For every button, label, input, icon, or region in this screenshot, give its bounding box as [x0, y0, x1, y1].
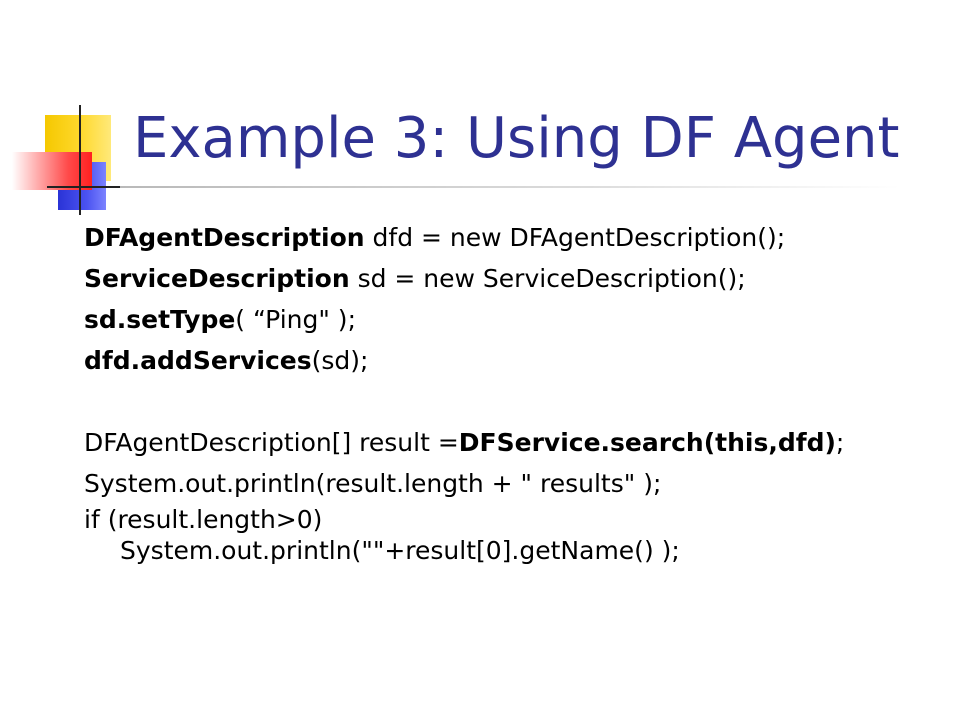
logo-red-bar	[12, 152, 92, 190]
code-line-3: sd.setType( “Ping" );	[84, 299, 944, 340]
slide-title: Example 3: Using DF Agent	[133, 106, 900, 171]
logo-vertical-line	[79, 105, 81, 215]
code-text: System.out.println(""+result[0].getName(…	[120, 536, 680, 565]
code-block: DFAgentDescription dfd = new DFAgentDesc…	[84, 217, 944, 566]
code-line-2: ServiceDescription sd = new ServiceDescr…	[84, 258, 944, 299]
code-text: dfd = new DFAgentDescription();	[364, 223, 786, 252]
code-blank-line	[84, 381, 944, 422]
code-keyword: dfd.addServices	[84, 346, 312, 375]
code-line-7: if (result.length>0)	[84, 504, 944, 535]
code-text: DFAgentDescription[] result =	[84, 428, 459, 457]
code-line-4: dfd.addServices(sd);	[84, 340, 944, 381]
code-keyword: DFService.search(this,dfd)	[458, 428, 836, 457]
code-text: ;	[835, 428, 845, 457]
code-keyword: sd.setType	[84, 305, 236, 334]
title-underline	[120, 186, 900, 188]
code-line-5: DFAgentDescription[] result =DFService.s…	[84, 422, 944, 463]
code-text: ( “Ping" );	[235, 305, 356, 334]
code-text: (sd);	[311, 346, 369, 375]
code-keyword: DFAgentDescription	[84, 223, 365, 252]
code-line-1: DFAgentDescription dfd = new DFAgentDesc…	[84, 217, 944, 258]
code-keyword: ServiceDescription	[84, 264, 350, 293]
logo-horizontal-line	[47, 186, 135, 188]
code-line-6: System.out.println(result.length + " res…	[84, 463, 944, 504]
code-text: sd = new ServiceDescription();	[349, 264, 746, 293]
code-text: if (result.length>0)	[84, 505, 323, 534]
code-text: System.out.println(result.length + " res…	[84, 469, 662, 498]
code-line-8: System.out.println(""+result[0].getName(…	[84, 535, 944, 566]
